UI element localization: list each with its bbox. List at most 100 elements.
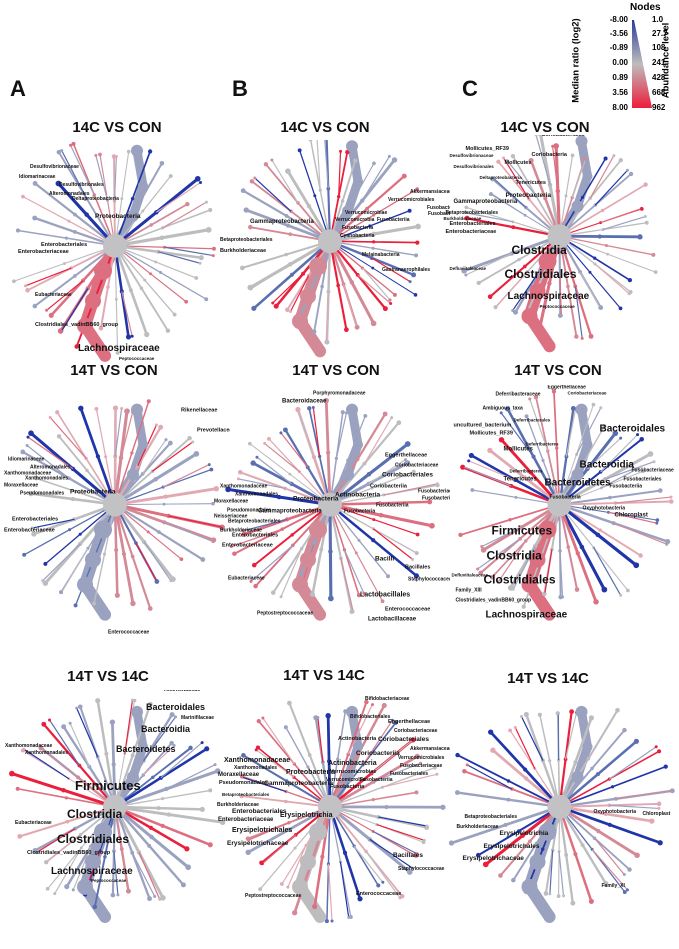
legend-ratio-tick: -0.89 <box>598 43 628 52</box>
taxon-label: Erysipelotrichales <box>484 843 540 850</box>
taxon-label: Cyanobacteria <box>340 233 375 239</box>
heat-tree-a-14t-vs-con: RikenellaceaePrevotellaceaeIdiomarinacea… <box>0 385 230 645</box>
heat-tree-a-14t-vs-14c: RikenellaceaeBacteroidalesMarinifilaceae… <box>0 690 230 944</box>
taxon-label: Actinobacteria <box>335 492 381 499</box>
taxon-label: Xanthomonadales <box>25 750 68 756</box>
taxon-label: Verrucomicrobiae <box>330 769 376 775</box>
taxon-label: Clostridiales_vadinBB60_group <box>456 598 532 604</box>
taxon-label: Fusobacteria <box>330 784 365 790</box>
tree-title-a-row3: 14T VS 14C <box>8 668 208 685</box>
taxon-label: Mollicutes_RF39 <box>470 431 513 437</box>
taxon-label: Peptostreptococcaceae <box>245 893 301 899</box>
taxon-label: Eggerthellaceae <box>388 719 430 725</box>
root-node <box>103 493 127 517</box>
taxon-label: Deferribacteres <box>510 469 544 474</box>
taxon-label: Ambiguous_taxa <box>483 406 524 412</box>
taxon-label: Family_XI <box>602 883 626 889</box>
tree-branches <box>20 399 224 620</box>
taxon-label: Deltaproteobacteria <box>72 196 119 202</box>
taxon-label: Bifidobacteriales <box>350 714 391 720</box>
taxon-label: Coriobacteriales <box>542 135 585 138</box>
legend: Nodes Median ratio (log2) Abundance leve… <box>560 0 679 125</box>
legend-abundance-tick: 27.7 <box>652 29 668 38</box>
taxon-label: Chloroplast <box>615 513 648 519</box>
taxon-label: Fusobacteriaceae <box>400 763 442 769</box>
taxon-label: Bacillales <box>393 852 423 859</box>
panel-letter-a: A <box>10 76 26 102</box>
taxon-label: Verrucomicrobiae <box>345 210 387 216</box>
taxon-label: Lachnospiraceae <box>51 866 133 877</box>
taxon-label: Enterococcaceae <box>108 630 149 636</box>
taxon-label: Coriobacteriia <box>370 484 408 490</box>
taxon-label: Verrucomicrobiales <box>398 755 445 761</box>
taxon-label: Eubacteriaceae <box>15 820 52 826</box>
taxon-label: Coriobacteriales <box>378 736 429 743</box>
panel-letter-b: B <box>232 76 248 102</box>
taxon-label: Peptostreptococcaceae <box>257 611 313 617</box>
legend-abundance-tick: 428 <box>652 73 665 82</box>
taxon-label: Desulfovibrionaceae <box>30 164 79 170</box>
tree-title-b-row1: 14C VS CON <box>225 119 425 136</box>
taxon-label: Bacteroidaceae <box>282 399 327 405</box>
heat-tree-c-14c-vs-con: EggerthellaceaeCoriobacteriaceaeAmbiguou… <box>440 135 679 355</box>
taxon-label: Melainabacteria <box>362 252 400 258</box>
taxon-label: Bacteroidales <box>600 424 666 435</box>
taxon-label: Gammaproteobacteria <box>264 780 333 787</box>
taxon-label: Peptococcaceae <box>540 304 576 309</box>
legend-ratio-tick: -8.00 <box>598 15 628 24</box>
taxon-label: Erysipelotrichaceae <box>227 840 289 847</box>
taxon-label: Lactobacillaceae <box>368 617 417 623</box>
taxon-label: Peptococcaceae <box>119 356 155 361</box>
taxon-label: Eubacteriaceae <box>35 292 72 298</box>
taxon-label: Eubacteriaceae <box>228 576 265 582</box>
taxon-label: Fusobacteria <box>550 495 581 501</box>
taxon-label: Family_XIII <box>456 588 483 594</box>
taxon-label: Chloroplast <box>643 811 671 817</box>
taxon-label: Verrucomicrobia <box>335 217 375 223</box>
taxon-label: Burkholderiaceae <box>220 248 266 254</box>
taxon-label: Enterococcaceae <box>385 607 430 613</box>
taxon-label: Fusobacteria <box>342 225 373 231</box>
taxon-label: Xanthomonadaceae <box>224 757 290 764</box>
taxon-label: Coriobacteriales <box>382 472 433 479</box>
taxon-label: Xanthomonadaceae <box>220 484 267 490</box>
legend-color-wedge <box>632 20 652 108</box>
taxon-label: Erysipelotrichaceae <box>463 855 525 862</box>
taxon-label: Lachnospiraceae <box>78 343 160 354</box>
taxon-label: Enterobacteriaceae <box>446 229 497 235</box>
legend-abundance-tick: 1.0 <box>652 15 663 24</box>
tree-title-a-row1: 14C VS CON <box>17 119 217 136</box>
taxon-label: Lachnospiraceae <box>486 610 568 621</box>
taxon-label: Desulfovibrionales <box>59 182 104 188</box>
taxon-label: Deferribacterales <box>514 418 551 423</box>
taxon-label: Gammaproteobacteria <box>250 219 314 225</box>
taxon-label: Idiomarinaceae <box>8 457 45 463</box>
taxon-label: Enterobacteriales <box>232 808 287 815</box>
taxon-label: Erysipelotrichia <box>500 830 549 837</box>
taxon-label: Betaproteobacteriales <box>222 792 270 797</box>
taxon-label: Tenericutes <box>504 477 538 483</box>
taxon-label: Moraxellaceae <box>4 483 38 489</box>
taxon-label: Moraxellaceae <box>218 772 260 778</box>
taxon-label: Bacillales <box>405 565 430 571</box>
taxon-label: Enterococcaceae <box>356 891 401 897</box>
taxon-label: Fusobacteria <box>344 509 375 515</box>
taxon-label: Betaproteobacteriales <box>465 814 518 820</box>
taxon-label: Verrucomicrobiales <box>388 197 435 203</box>
legend-ratio-tick: -3.56 <box>598 29 628 38</box>
taxon-label: Gammaproteobacteria <box>258 509 322 515</box>
legend-ratio-tick: 8.00 <box>598 103 628 112</box>
taxon-label: Enterobacteriales <box>41 242 87 248</box>
taxon-label: Fusobacteriales <box>390 771 428 777</box>
taxon-label: Fusobacteriaceae <box>632 468 674 474</box>
taxon-label: Deferribacteraceae <box>496 392 541 398</box>
legend-abundance-tick: 108 <box>652 43 665 52</box>
taxon-label: Pseudomonadales <box>20 491 64 497</box>
taxon-label: Clostridiales <box>57 832 129 846</box>
taxon-label: Bacteroidetes <box>116 744 176 754</box>
taxon-label: Xanthomonadales <box>234 765 277 771</box>
taxon-label: Proteobacteria <box>506 192 552 199</box>
